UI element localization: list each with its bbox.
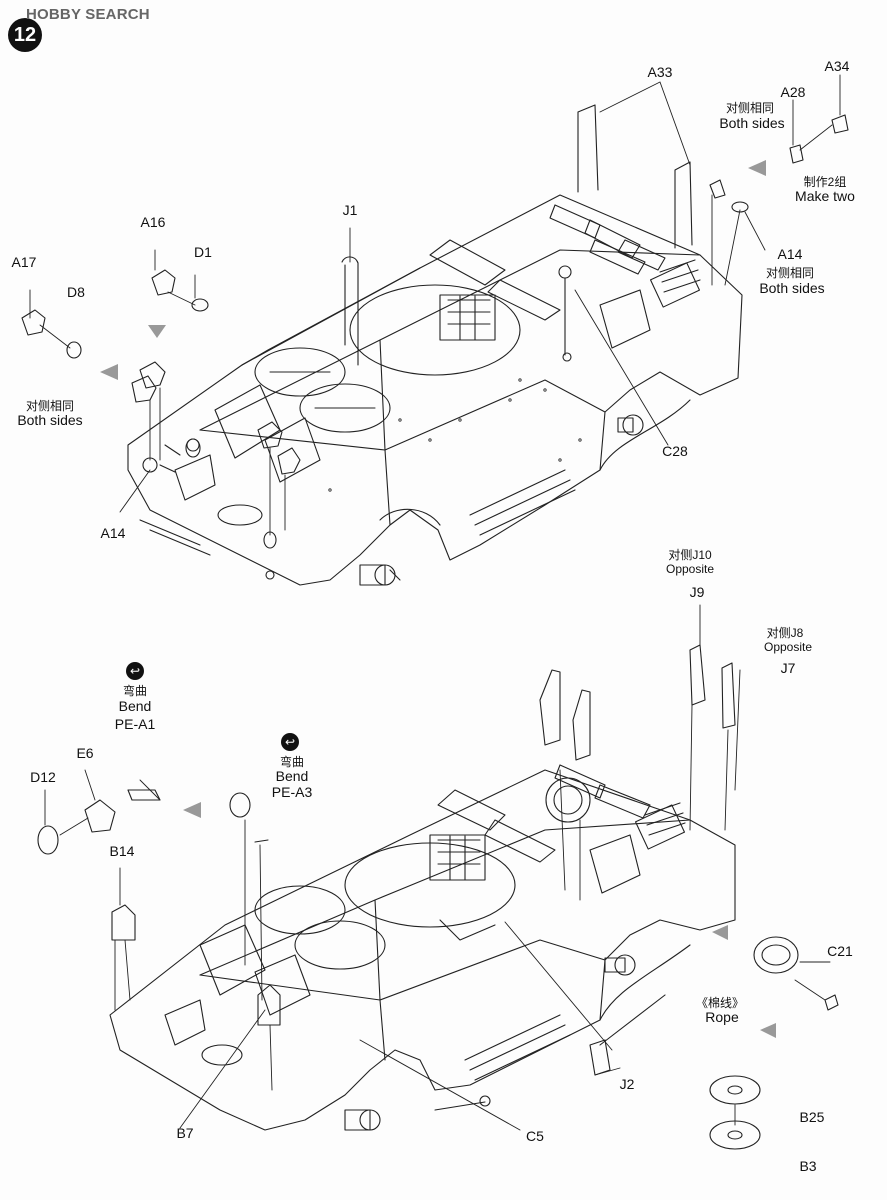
upper-hull-drawing	[21, 74, 849, 586]
lower-hull-drawing	[37, 604, 839, 1150]
note-A28-en: Both sides	[719, 115, 785, 131]
label-J2: J2	[619, 1076, 635, 1092]
note-J8-cn: 对侧J8	[766, 626, 804, 640]
note-J10-en: Opposite	[665, 562, 715, 576]
label-A16: A16	[140, 214, 166, 230]
label-A14-right: A14	[777, 246, 803, 262]
label-A17: A17	[11, 254, 37, 270]
label-J7: J7	[780, 660, 796, 676]
label-J1: J1	[342, 202, 358, 218]
bend2-cn: 弯曲	[279, 755, 305, 769]
note-left-en: Both sides	[17, 412, 83, 428]
label-A33: A33	[647, 64, 673, 80]
note-A34-en: Make two	[795, 188, 855, 204]
note-A34-cn: 制作2组	[803, 175, 847, 189]
label-A14-left: A14	[100, 525, 126, 541]
label-D1: D1	[194, 244, 212, 260]
label-A34: A34	[824, 58, 850, 74]
label-B3: B3	[799, 1158, 817, 1174]
label-C5: C5	[526, 1128, 544, 1144]
label-C21: C21	[827, 943, 853, 959]
label-C28: C28	[662, 443, 688, 459]
small-parts-lower	[37, 789, 839, 1150]
bend-icon: ↩	[126, 662, 144, 680]
label-B14: B14	[109, 843, 135, 859]
note-left-cn: 对侧相同	[25, 399, 75, 413]
step-number-badge: 12	[8, 18, 42, 52]
bend-icon: ↩	[281, 733, 299, 751]
label-A28: A28	[780, 84, 806, 100]
note-A14-en: Both sides	[759, 280, 825, 296]
note-J10-cn: 对侧J10	[668, 548, 712, 562]
rope-cn: 《棉线》	[695, 996, 745, 1010]
bend2-group: ↩	[281, 733, 299, 751]
label-D8: D8	[67, 284, 85, 300]
rope-en: Rope	[705, 1009, 739, 1025]
note-A28-cn: 对侧相同	[725, 101, 775, 115]
label-B7: B7	[176, 1125, 194, 1141]
bend2-en: Bend	[275, 768, 309, 784]
note-J8-en: Opposite	[763, 640, 813, 654]
label-E6: E6	[76, 745, 94, 761]
label-J9: J9	[689, 584, 705, 600]
watermark-logo: HOBBY SEARCH	[26, 6, 150, 23]
note-A14-cn: 对侧相同	[765, 266, 815, 280]
label-PE-A1: PE-A1	[114, 716, 156, 732]
label-B25: B25	[799, 1109, 825, 1125]
bend1-en: Bend	[118, 698, 152, 714]
label-PE-A3: PE-A3	[271, 784, 313, 800]
label-D12: D12	[30, 769, 56, 785]
bend1-cn: 弯曲	[122, 684, 148, 698]
small-parts-upper	[21, 114, 849, 549]
bend1-group: ↩	[126, 662, 144, 680]
